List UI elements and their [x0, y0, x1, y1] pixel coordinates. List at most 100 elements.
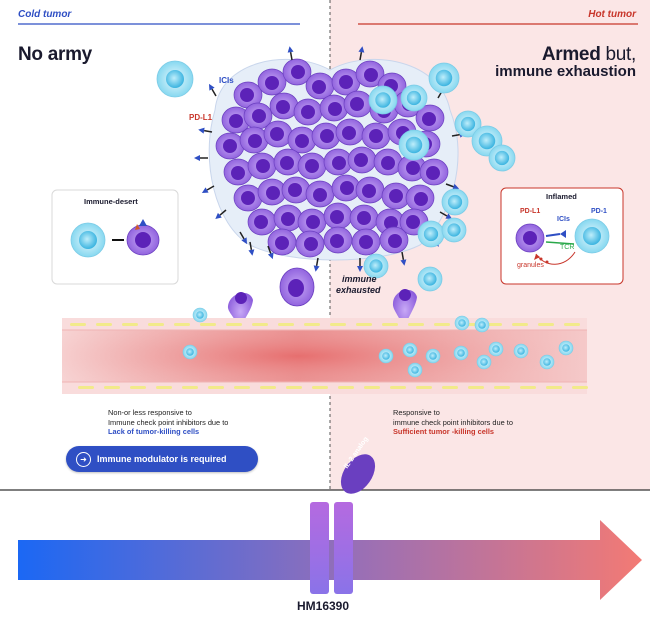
cold-tumor-header: Cold tumor [18, 9, 72, 20]
tumor-cell [381, 182, 411, 210]
vessel-wall-cell [382, 323, 398, 326]
pill-label: Immune modulator is required [97, 454, 227, 464]
vessel-wall-cell [564, 323, 580, 326]
inflamed-title: Inflamed [546, 192, 577, 201]
immune-desert-box [51, 189, 179, 285]
vessel-wall-cell [416, 386, 432, 389]
tumor-cell [233, 81, 263, 109]
tumor-cell [221, 106, 251, 134]
vessel-wall-cell [78, 386, 94, 389]
vessel-wall-cell [434, 323, 450, 326]
vessel-wall-cell [304, 323, 320, 326]
ici-marker [194, 155, 208, 161]
right-title-but: but, [600, 44, 636, 65]
vessel-wall-cell [104, 386, 120, 389]
vessel-wall-cell [312, 386, 328, 389]
inflamed-granules-label: granules [517, 262, 544, 269]
t-cell [441, 188, 469, 216]
immune-desert-title: Immune-desert [84, 197, 138, 206]
ici-marker [239, 231, 247, 245]
tumor-cell [295, 230, 325, 258]
ici-marker [400, 251, 407, 266]
left-title: No army [18, 44, 92, 65]
vessel-wall-cell [520, 386, 536, 389]
tumor-cell [343, 90, 373, 118]
t-cell [398, 129, 430, 161]
tumor-cell [247, 208, 277, 236]
vessel-wall-cell [226, 323, 242, 326]
receptor-left [310, 502, 329, 594]
vessel-wall-cell [174, 323, 190, 326]
tumor-cell [305, 72, 335, 100]
right-note-line3: Sufficient tumor -killing cells [393, 427, 495, 436]
vessel-wall-cell [572, 386, 588, 389]
receptor-right [334, 502, 353, 594]
vessel-t-cell [182, 344, 198, 360]
vessel-t-cell [425, 348, 441, 364]
right-title-line1: Armed but, [542, 44, 636, 66]
vessel-t-cell [476, 354, 492, 370]
ici-marker [267, 245, 274, 260]
tumor-cell [223, 158, 253, 186]
ici-marker [439, 211, 453, 219]
vessel-wall-cell [208, 386, 224, 389]
vessel-wall-cell [148, 323, 164, 326]
left-note: Non-or less responsive to Immune check p… [108, 408, 308, 437]
tumor-cell [257, 178, 287, 206]
vessel-t-cell [378, 348, 394, 364]
progression-arrow [18, 520, 642, 600]
vessel-wall-cell [252, 323, 268, 326]
vessel-wall-cell [356, 323, 372, 326]
right-note: Responsive to immune check point inhibit… [393, 408, 613, 437]
tumor-cell [239, 126, 269, 154]
immune-modulator-pill: ➜ Immune modulator is required [66, 446, 258, 472]
vessel-t-cell [513, 343, 529, 359]
vessel-wall-cell [200, 323, 216, 326]
vessel-wall-cell [260, 386, 276, 389]
tumor-cell [287, 126, 317, 154]
tumor-cell [233, 184, 263, 212]
tumor-cell [247, 152, 277, 180]
arrow-right-icon: ➜ [76, 451, 91, 467]
tumor-cell [269, 92, 299, 120]
tumor-cell [243, 102, 273, 130]
tumor-cell [355, 60, 385, 88]
vessel-wall-cell [156, 386, 172, 389]
vessel-wall-cell [408, 323, 424, 326]
tumor-cell [311, 122, 341, 150]
inflamed-pd-l1-label: PD-L1 [520, 208, 541, 215]
t-cell [441, 217, 467, 243]
tumor-cell [323, 226, 353, 254]
tumor-cell [297, 152, 327, 180]
left-note-line2: Immune check point inhibitors due to [108, 417, 229, 427]
tumor-cell [273, 204, 303, 232]
t-cell [417, 266, 443, 292]
ici-marker [198, 127, 213, 134]
vessel-wall-cell [494, 386, 510, 389]
right-note-line2: immune check point inhibitors due to [393, 417, 513, 427]
tumor-cell [267, 228, 297, 256]
ici-marker [313, 257, 320, 272]
vessel-wall-cell [330, 323, 346, 326]
tumor-cell [355, 176, 385, 204]
tumor-cell [347, 146, 377, 174]
left-note-line1: Non-or less responsive to [108, 408, 192, 417]
tumor-cell [281, 176, 311, 204]
tumor-cell [361, 122, 391, 150]
t-cell [400, 84, 428, 112]
vessel-t-cell [407, 362, 423, 378]
immune-exhausted-line2: exhausted [336, 285, 381, 295]
ici-marker [201, 185, 215, 193]
vessel-wall-cell [468, 386, 484, 389]
vessel-wall-cell [390, 386, 406, 389]
t-cell [454, 110, 482, 138]
hot-tumor-header: Hot tumor [588, 9, 636, 20]
tumor-cell [419, 158, 449, 186]
escaping-tumor-cells [227, 267, 417, 330]
tumor-cell [282, 58, 312, 86]
vessel-wall-cell [486, 323, 502, 326]
t-cell [488, 144, 516, 172]
inflamed-tcr-label: TCR [560, 244, 575, 251]
right-title-armed: Armed [541, 44, 601, 65]
